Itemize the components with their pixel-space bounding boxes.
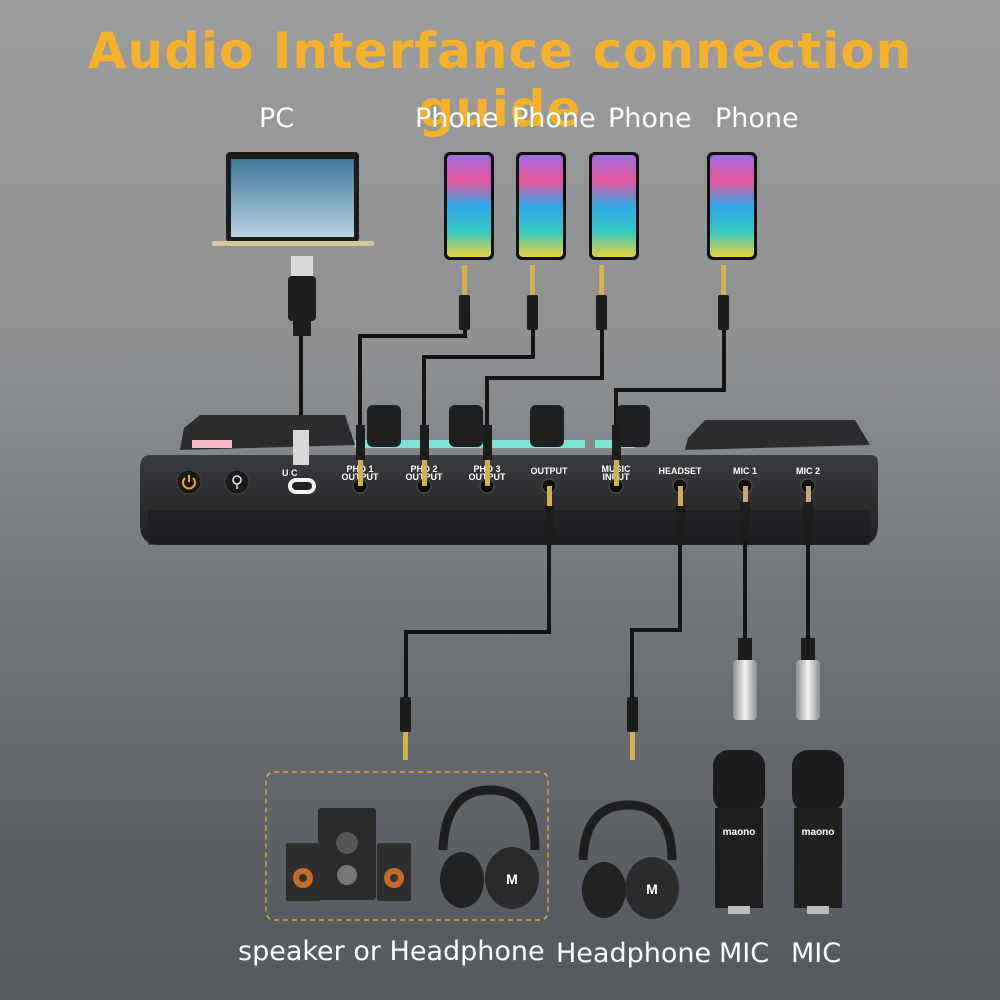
page-title: Audio Interfance connection guide [87,22,913,138]
trrs-plug-icon [400,697,638,760]
label-phone-1: Phone [415,103,499,134]
svg-text:maono: maono [723,827,756,838]
label-speaker-or-headphone: speaker or Headphone [238,936,545,967]
svg-text:maono: maono [802,827,835,838]
inserted-plugs [356,425,813,544]
audio-interface [140,405,878,545]
port-label-mic1: MIC 1 [733,466,757,476]
headphone-icon: M [438,785,540,909]
microphone-icon: maono [792,750,844,914]
phone-icon [516,152,566,260]
label-headphone: Headphone [556,938,712,969]
port-label-headset: HEADSET [658,466,702,476]
lightbulb-icon [232,475,242,489]
phone-cables [358,330,726,430]
label-pc: PC [259,103,295,134]
port-label-mic2: MIC 2 [796,466,820,476]
phone-icon [444,152,494,260]
light-button[interactable] [224,469,250,495]
svg-text:M: M [506,871,518,887]
power-icon [182,475,196,490]
speaker-or-headphone-group [265,771,549,921]
svg-text:M: M [646,881,658,897]
port-label-usbc: U C [282,468,298,478]
label-mic-2: MIC [791,938,842,969]
usb-c-port[interactable] [288,430,316,494]
xlr-connector-icon [733,638,820,720]
label-phone-4: Phone [715,103,799,134]
speaker-icon [286,808,411,901]
trrs-plug-icon [459,265,729,330]
headphone-icon: M [578,800,679,919]
label-phone-3: Phone [608,103,692,134]
microphone-icon: maono [713,750,765,914]
label-phone-2: Phone [512,103,596,134]
label-mic-1: MIC [719,938,770,969]
output-cables [404,542,810,700]
port-label-output: OUTPUT [531,466,569,476]
usb-cable [288,256,316,430]
phone-icon [707,152,757,260]
laptop-icon [212,152,374,246]
phone-icon [589,152,639,260]
power-button[interactable] [176,469,202,495]
